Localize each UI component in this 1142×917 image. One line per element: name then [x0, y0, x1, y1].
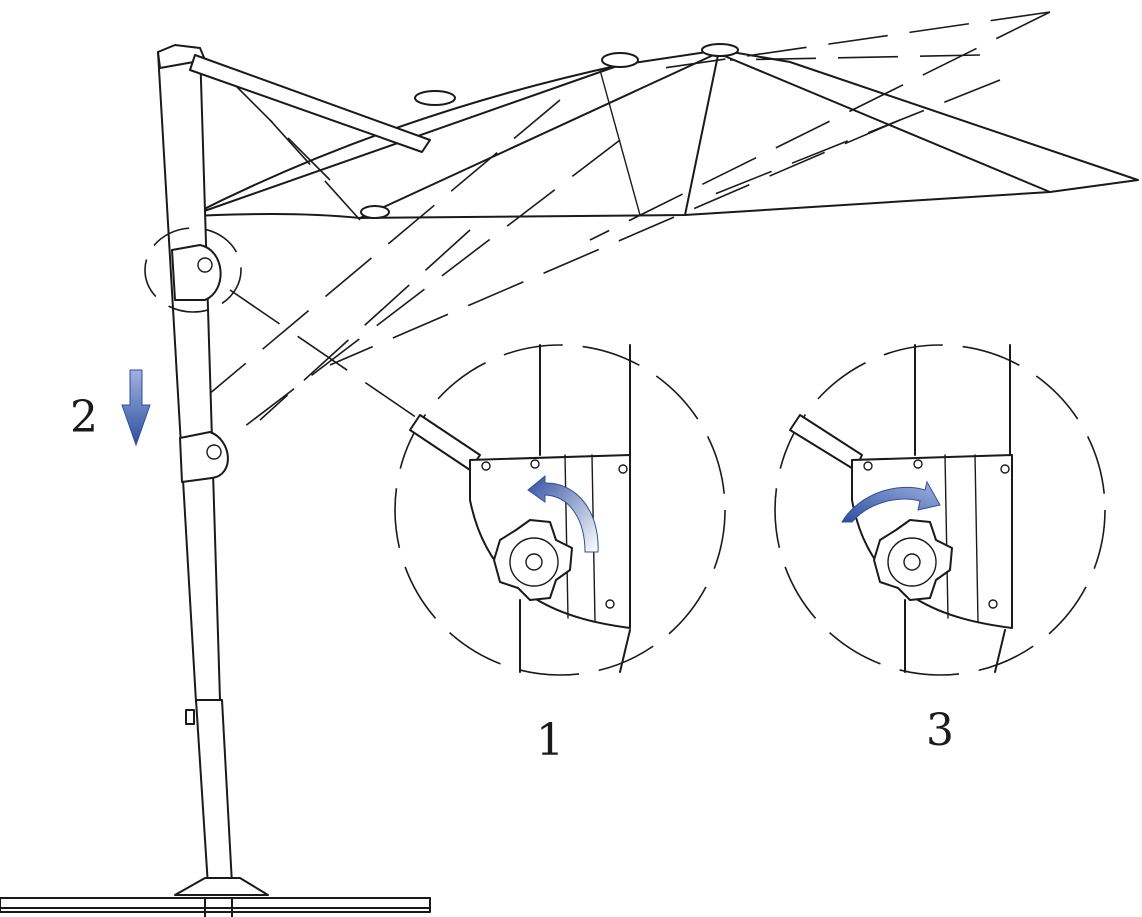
- detail-circle-3: [774, 344, 1106, 676]
- down-arrow-icon: [121, 369, 151, 447]
- step-label-2: 2: [70, 392, 98, 443]
- counterclockwise-arrow-icon: [527, 474, 599, 553]
- clockwise-arrow-icon: [841, 480, 941, 523]
- detail-circle-1: [394, 344, 726, 676]
- step-label-3: 3: [926, 705, 954, 756]
- step-label-1: 1: [536, 715, 564, 766]
- umbrella-pole: [0, 44, 431, 917]
- umbrella-canopy: [189, 11, 1139, 431]
